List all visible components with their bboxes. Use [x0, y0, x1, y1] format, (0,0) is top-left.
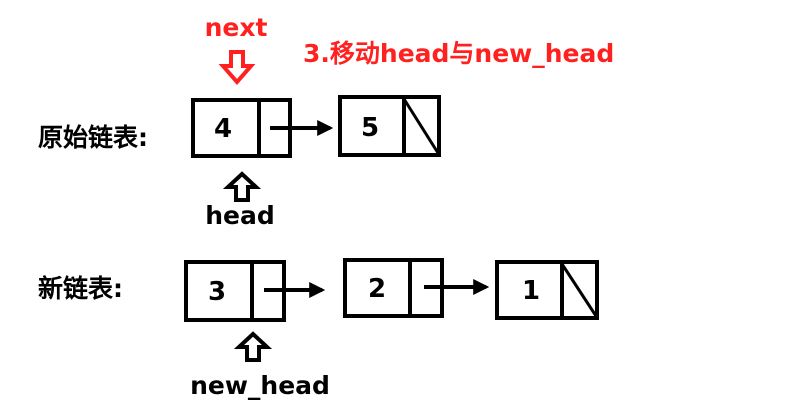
- original-list-label: 原始链表:: [38, 123, 148, 152]
- new-head-pointer-label: new_head: [190, 371, 330, 400]
- step-title: 3.移动head与new_head: [303, 39, 614, 68]
- head-pointer-label: head: [205, 201, 275, 230]
- original-list-node-5: 5: [338, 95, 441, 157]
- node-value: 1: [522, 276, 540, 306]
- head-pointer-arrow-icon: [222, 171, 262, 202]
- next-pointer-arrow-icon: [218, 50, 256, 86]
- node-value: 3: [208, 277, 226, 307]
- next-pointer-label: next: [205, 13, 268, 42]
- new-list-node-1: 1: [495, 260, 599, 320]
- new-list-label: 新链表:: [38, 274, 123, 303]
- null-pointer-slash: [402, 98, 440, 154]
- new-list-node-2: 2: [343, 258, 444, 318]
- null-pointer-slash: [560, 263, 598, 317]
- new-head-pointer-arrow-icon: [233, 331, 273, 362]
- node-value: 5: [361, 113, 379, 143]
- node-value: 4: [214, 114, 232, 144]
- node-value: 2: [368, 274, 386, 304]
